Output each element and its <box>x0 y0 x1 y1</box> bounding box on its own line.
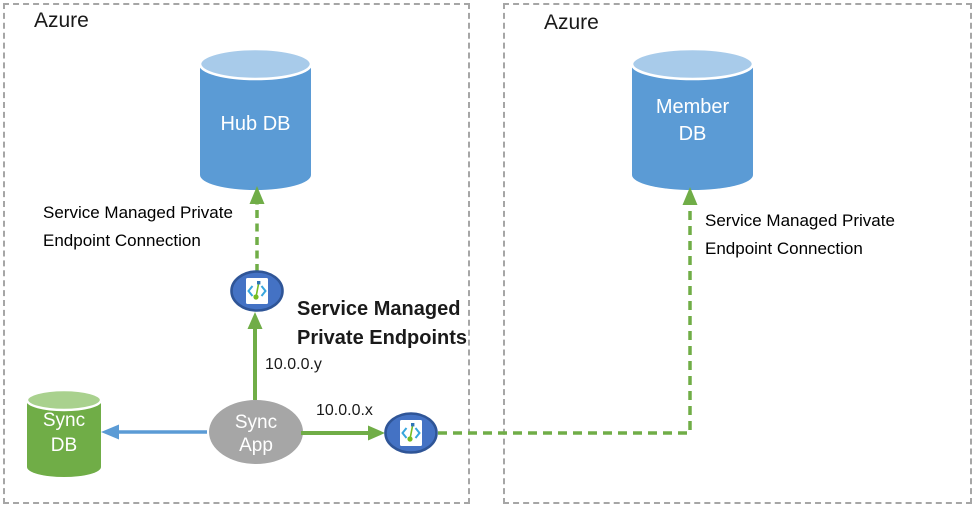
ip-label-x: 10.0.0.x <box>316 402 373 419</box>
private-endpoint-icon <box>384 412 438 454</box>
arrow-endpoint-to-member-db <box>438 187 698 435</box>
sync-app-node <box>209 400 303 464</box>
left-connection-label-line2: Endpoint Connection <box>43 231 201 250</box>
azure-region-right <box>503 3 972 504</box>
member-db-cylinder <box>630 47 755 190</box>
sync-db-label: Sync DB <box>25 408 103 458</box>
arrow-endpoint-to-hub-db <box>249 186 265 272</box>
sync-app-label-line2: App <box>239 435 273 456</box>
endpoints-title-line1: Service Managed <box>297 298 461 320</box>
arrow-sync-app-to-sync-db <box>101 424 207 440</box>
right-connection-label-line1: Service Managed Private <box>705 211 895 230</box>
member-db-label: Member DB <box>630 94 755 148</box>
azure-region-left <box>3 3 470 504</box>
sync-app-label: Sync App <box>207 411 305 457</box>
hub-db-label: Hub DB <box>220 113 291 135</box>
endpoints-title-line2: Private Endpoints <box>297 327 468 349</box>
member-db-label-line1: Member <box>655 96 730 118</box>
right-connection-label: Service Managed Private Endpoint Connect… <box>705 207 895 263</box>
sync-db-label-line1: Sync <box>42 410 86 431</box>
hub-db-cylinder <box>198 47 313 190</box>
sync-db-label-line2: DB <box>50 435 78 456</box>
azure-region-right-label: Azure <box>544 11 599 34</box>
member-db-label-line2: DB <box>678 123 707 145</box>
ip-label-y: 10.0.0.y <box>265 356 322 373</box>
left-connection-label: Service Managed Private Endpoint Connect… <box>43 199 233 255</box>
right-connection-label-line2: Endpoint Connection <box>705 239 863 258</box>
arrow-sync-app-to-upper-endpoint <box>247 312 263 400</box>
left-connection-label-line1: Service Managed Private <box>43 203 233 222</box>
sync-app-label-line1: Sync <box>234 412 278 433</box>
sync-db-cylinder <box>25 389 103 477</box>
azure-region-left-label: Azure <box>34 9 89 32</box>
private-endpoint-icon <box>230 270 284 312</box>
service-managed-private-endpoints-title: Service Managed Private Endpoints <box>297 295 467 353</box>
arrow-sync-app-to-lower-endpoint <box>301 425 385 441</box>
